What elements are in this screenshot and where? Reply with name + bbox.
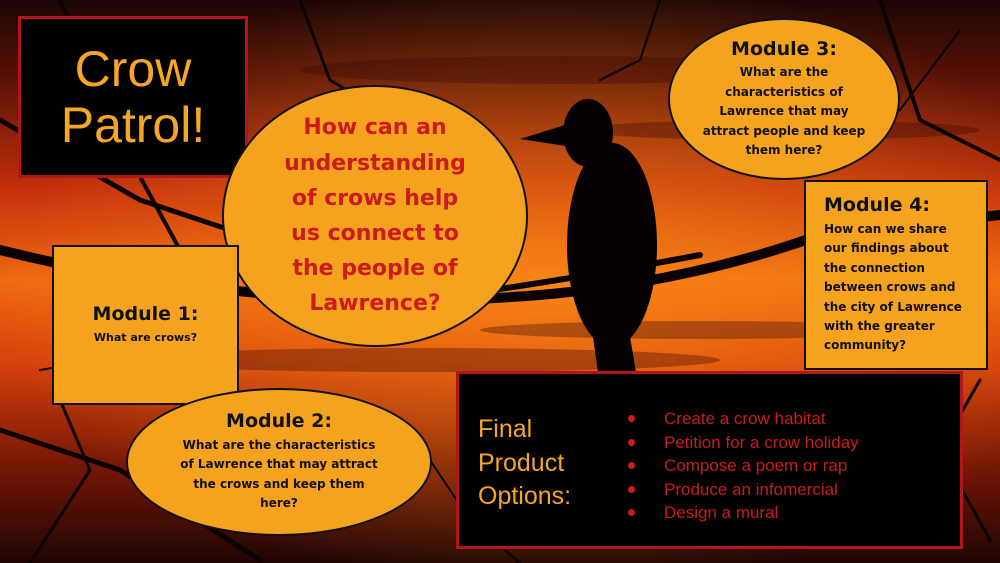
final-option-item: Create a crow habitat [624,407,859,431]
central-question: How can an understanding of crows help u… [284,115,466,317]
module-2-question: What are the characteristics of Lawrence… [180,438,378,511]
title-line-2: Patrol! [60,97,206,153]
final-product-options: Create a crow habitat Petition for a cro… [624,407,859,525]
module-4-question: How can we share our findings about the … [824,221,962,353]
module-1-question: What are crows? [93,330,198,344]
bullet-dot-icon [628,415,635,422]
module-3-title: Module 3: [731,37,837,60]
module-3-question: What are the characteristics of Lawrence… [702,65,866,158]
module-1-title: Module 1: [92,303,199,326]
final-option-label: Compose a poem or rap [664,456,848,475]
final-option-item: Design a mural [624,501,859,525]
final-option-item: Produce an infomercial [624,478,859,502]
module-1-box: Module 1: What are crows? [52,245,239,405]
module-2-title: Module 2: [226,410,332,433]
bullet-dot-icon [628,438,635,446]
bullet-dot-icon [628,462,635,469]
final-option-label: Design a mural [664,503,779,522]
module-4-box: Module 4: How can we share our findings … [804,180,988,370]
final-option-item: Compose a poem or rap [624,454,859,478]
final-product-title: Final Product Options: [478,415,572,510]
bullet-dot-icon [628,485,635,493]
module-4-title: Module 4: [824,194,930,217]
title-box: Crow Patrol! [18,16,248,178]
title-line-1: Crow [74,41,192,97]
final-product-box: Final Product Options: Create a crow hab… [456,371,963,549]
module-2-bubble: Module 2: What are the characteristics o… [126,388,432,536]
bullet-dot-icon [628,509,635,516]
final-option-item: Petition for a crow holiday [624,431,859,455]
module-3-bubble: Module 3: What are the characteristics o… [668,18,900,180]
final-option-label: Produce an infomercial [664,479,838,499]
central-question-bubble: How can an understanding of crows help u… [222,85,528,347]
final-option-label: Create a crow habitat [664,409,826,428]
final-option-label: Petition for a crow holiday [664,432,859,452]
